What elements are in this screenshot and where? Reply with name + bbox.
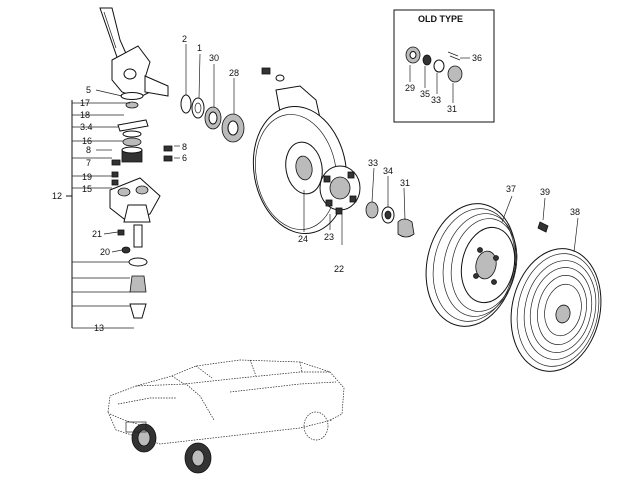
label-3-4: 3.4 [80,122,93,132]
old-type-frame [393,9,495,123]
valve-cap: 39 [537,187,550,233]
label-1: 1 [197,43,202,53]
label-5: 5 [86,85,91,95]
label-39: 39 [540,187,550,197]
label-34: 34 [383,166,393,176]
disc-rotor [252,67,348,235]
label-29-old: 29 [405,83,415,93]
old-type-washer [422,54,432,66]
label-18: 18 [80,110,90,120]
label-22: 22 [334,264,344,274]
ball-stud [129,303,147,319]
wheel-hub: 24 23 22 [298,165,361,274]
label-17: 17 [80,98,90,108]
label-38: 38 [570,207,580,217]
seal-2 [180,94,192,114]
label-24: 24 [298,234,308,244]
car-wheels [125,421,212,474]
old-type-cotter-pin [447,51,461,61]
knuckle-spindle [99,7,169,99]
bolt [261,67,271,75]
label-33: 33 [368,158,378,168]
old-type-inset: OLD TYPE 36 29 35 33 31 [393,9,495,123]
bearing-stack: 2 1 30 28 [180,34,245,143]
washer-1 [191,97,205,119]
label-35-old: 35 [420,89,430,99]
label-2: 2 [182,34,187,44]
lower-joint-stack [66,89,180,329]
left-labels: 5 17 18 3.4 16 8 8 6 7 19 15 12 21 20 13 [52,85,187,333]
headlamp [125,421,147,433]
label-19: 19 [82,172,92,182]
car-illustration [107,359,345,445]
label-12: 12 [52,191,62,201]
label-20: 20 [100,247,110,257]
label-37: 37 [506,184,516,194]
label-13: 13 [94,323,104,333]
outer-bearing-stack: 33 34 31 [365,158,415,238]
grease-cap [397,218,415,238]
label-31-old: 31 [447,104,457,114]
label-15: 15 [82,184,92,194]
label-16: 16 [82,136,92,146]
wheel-rim: 37 [425,184,518,327]
old-type-nut [433,59,445,73]
label-21: 21 [92,229,102,239]
label-8: 8 [86,145,91,155]
tire: 38 [510,207,602,372]
label-30: 30 [209,53,219,63]
spindle-shaft [144,75,169,97]
label-7: 7 [86,158,91,168]
old-type-cap [447,65,463,83]
label-6: 6 [182,153,187,163]
label-36-old: 36 [472,53,482,63]
label-31: 31 [400,178,410,188]
seal-ring [120,92,144,100]
old-type-title: OLD TYPE [418,14,463,24]
label-23: 23 [324,232,334,242]
label-33-old: 33 [431,95,441,105]
label-8-right: 8 [182,142,187,152]
label-28: 28 [229,68,239,78]
boot [129,275,147,293]
